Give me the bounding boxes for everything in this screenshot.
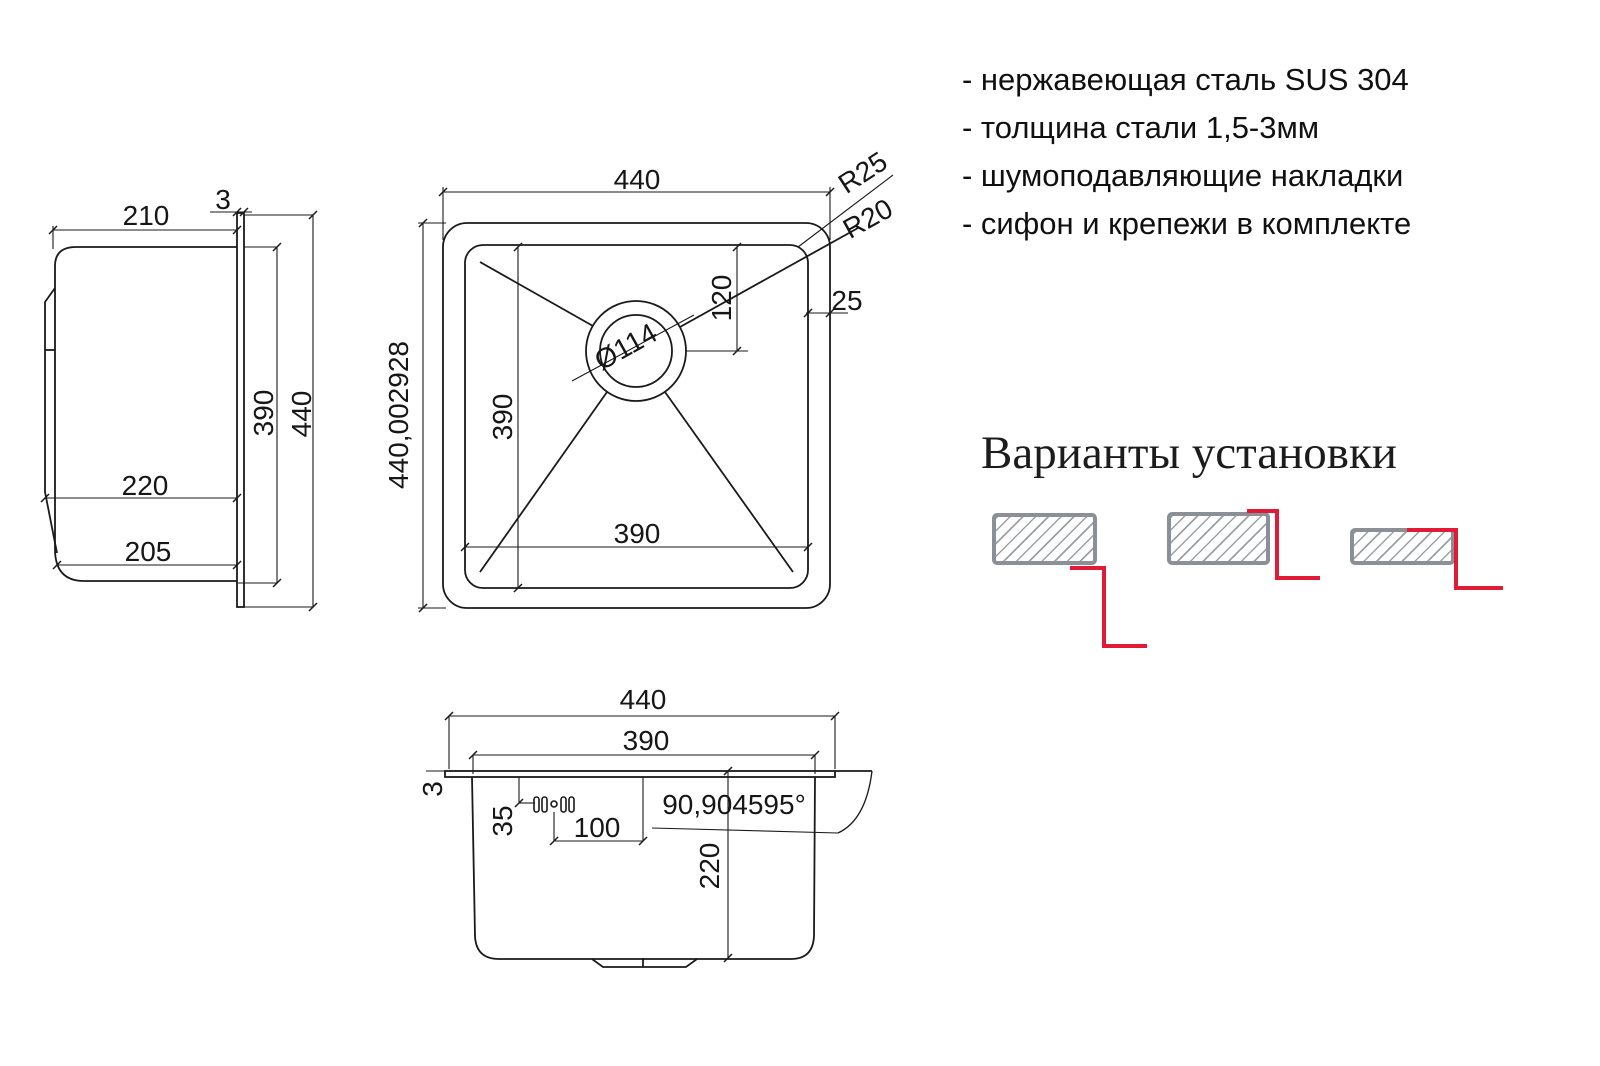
- front-view-ticks: [444, 711, 840, 963]
- front-overflow-offset-dim: 35: [487, 805, 518, 837]
- side-bowl-height-dim: 390: [248, 389, 279, 437]
- front-bowl-width-dim: 390: [622, 725, 670, 756]
- spec-siphon: - сифон и крепежи в комплекте: [962, 206, 1412, 241]
- side-depth-bottom-dim: 205: [124, 536, 172, 567]
- front-overflow-center-dim: 100: [573, 812, 621, 843]
- front-wall-angle-dim: 90,904595°: [662, 789, 806, 820]
- spec-material: - нержавеющая сталь SUS 304: [962, 62, 1409, 97]
- top-bowl-height-dim: 390: [487, 393, 518, 441]
- side-flange-thickness-dim: 3: [215, 184, 231, 215]
- side-view-dimension-lines: [45, 211, 314, 608]
- front-rim-thickness-dim: 3: [417, 781, 448, 797]
- front-view: [444, 770, 873, 968]
- spec-thickness: - толщина стали 1,5-3мм: [962, 110, 1320, 145]
- installation-options-title: Варианты установки: [981, 427, 1397, 479]
- side-view: [44, 212, 245, 608]
- countertop-section-1: [992, 513, 1097, 565]
- top-drain-offset-dim: 120: [706, 274, 737, 322]
- mounting-profile-lines: [1070, 509, 1503, 648]
- side-depth-mid-dim: 220: [121, 470, 169, 501]
- top-view-ticks: [418, 187, 835, 613]
- overflow-holes: [533, 796, 575, 813]
- side-overall-height-dim: 440: [286, 390, 317, 438]
- front-view-dimension-lines: [426, 715, 839, 958]
- front-width-dim: 440: [619, 684, 667, 715]
- spec-noise-pads: - шумоподавляющие накладки: [962, 158, 1404, 193]
- countertop-section-3: [1350, 528, 1455, 565]
- top-width-dim: 440: [613, 164, 661, 195]
- top-view-dimension-lines: [418, 174, 894, 609]
- side-view-ticks: [40, 207, 318, 612]
- countertop-section-2: [1167, 512, 1270, 565]
- top-view: [442, 222, 859, 609]
- top-rim-width-dim: 25: [831, 285, 863, 316]
- top-bowl-width-dim: 390: [613, 518, 661, 549]
- front-bowl-depth-dim: 220: [694, 842, 725, 890]
- top-height-precise-dim: 440,002928: [383, 341, 414, 489]
- side-depth-top-dim: 210: [122, 200, 170, 231]
